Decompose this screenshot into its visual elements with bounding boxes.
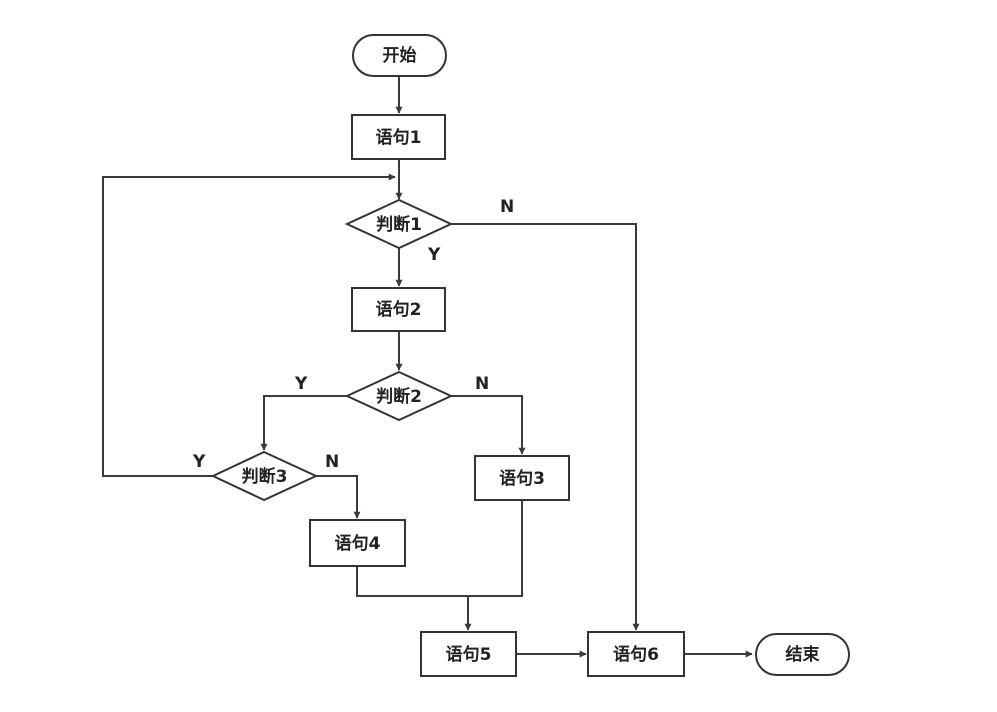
s2-label: 语句2 (376, 299, 422, 320)
d1-no-label: N (500, 197, 514, 217)
s3-label: 语句3 (499, 468, 545, 489)
node-s4: 语句4 (309, 519, 406, 567)
node-s1: 语句1 (351, 114, 446, 160)
node-d2: 判断2 (344, 370, 454, 422)
s6-process-shape (587, 631, 685, 677)
d3-label: 判断3 (242, 466, 288, 487)
d3-no-label: N (325, 452, 339, 472)
node-s6: 语句6 (587, 631, 685, 677)
s4-process-shape (309, 519, 406, 567)
d3-decision-shape (210, 450, 319, 502)
node-start: 开始 (352, 34, 447, 77)
edge-s3-to-s5 (468, 500, 523, 597)
node-d1: 判断1 (344, 198, 454, 250)
d2-no-label: N (475, 374, 489, 394)
edge-d1-no-to-s6 (451, 223, 640, 631)
node-s2: 语句2 (351, 287, 446, 332)
end-terminal-shape (755, 633, 850, 676)
s4-label: 语句4 (335, 533, 381, 554)
s1-label: 语句1 (376, 127, 422, 148)
start-label: 开始 (383, 45, 417, 66)
start-terminal-shape (352, 34, 447, 77)
d1-yes-label: Y (427, 245, 441, 265)
s3-process-shape (474, 455, 570, 501)
d2-yes-label: Y (294, 374, 308, 394)
edge-s4-to-s5 (356, 566, 472, 631)
node-d3: 判断3 (210, 450, 319, 502)
s6-label: 语句6 (613, 644, 659, 665)
d1-label: 判断1 (376, 214, 422, 235)
node-end: 结束 (755, 633, 850, 676)
d3-yes-label: Y (192, 452, 206, 472)
d1-decision-shape (344, 198, 454, 250)
edge-d3-no-to-s4 (316, 475, 361, 519)
edge-d3-yes-loop-to-d1 (102, 173, 396, 477)
end-label: 结束 (786, 644, 820, 665)
s5-label: 语句5 (446, 644, 492, 665)
edge-labels: N Y Y N Y N (192, 197, 514, 472)
s5-process-shape (420, 631, 517, 677)
d2-label: 判断2 (376, 386, 422, 407)
s1-process-shape (351, 114, 446, 160)
node-s3: 语句3 (474, 455, 570, 501)
edges (102, 76, 753, 658)
s2-process-shape (351, 287, 446, 332)
edge-d2-yes-to-d3 (260, 395, 347, 451)
d2-decision-shape (344, 370, 454, 422)
node-s5: 语句5 (420, 631, 517, 677)
edge-d2-no-to-s3 (451, 395, 526, 455)
